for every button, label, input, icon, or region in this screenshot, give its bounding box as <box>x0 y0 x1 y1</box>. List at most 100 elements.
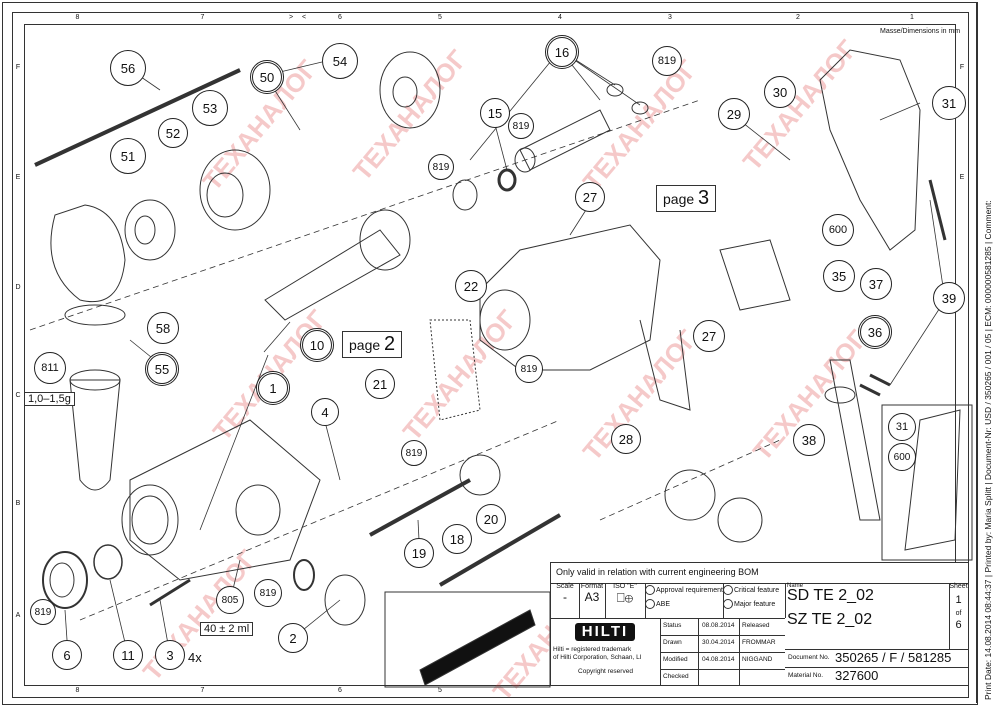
zone-col-1: 1 <box>910 14 914 21</box>
row-label: Drawn <box>663 639 682 646</box>
critical-feature-label: Critical feature <box>734 586 780 594</box>
callout-58: 58 <box>147 312 179 344</box>
copyright: Copyright reserved <box>578 668 633 675</box>
abe-radio[interactable] <box>645 599 655 609</box>
major-feature-radio[interactable] <box>723 599 733 609</box>
row-date: 30.04.2014 <box>702 639 735 646</box>
quantity-label: 4x <box>188 650 202 665</box>
gearbox-part <box>664 469 716 521</box>
callout-28: 28 <box>611 424 641 454</box>
print-info-text: Print Date: 14.08.2014 08:44:37 | Printe… <box>983 200 993 700</box>
callout-31: 31 <box>932 86 966 120</box>
callout-819: 819 <box>254 579 282 607</box>
trademark-line-2: of Hilti Corporation, Schaan, LI <box>553 654 642 661</box>
callout-29: 29 <box>718 98 750 130</box>
scale-label: Scale <box>556 583 574 590</box>
centering-mark-right: > <box>288 14 294 21</box>
drawing-area <box>24 24 956 686</box>
iso-label: ISO "E" <box>613 583 637 590</box>
row-value: FROMMAR <box>742 639 776 646</box>
major-feature-label: Major feature <box>734 600 776 608</box>
hilti-logo: HILTI <box>575 623 635 641</box>
approval-requirement-radio[interactable] <box>645 585 655 595</box>
zone-col-7: 7 <box>200 14 205 21</box>
rod-part <box>34 68 241 167</box>
material-number-cell: Material No. 327600 <box>785 667 968 685</box>
zone-col-8: 8 <box>75 14 80 21</box>
row-label: Checked <box>663 673 689 680</box>
gasket-part <box>429 319 481 421</box>
zone-row-d: D <box>15 284 21 291</box>
zone-row-f: F <box>959 64 965 71</box>
zone-row-c: C <box>15 392 21 399</box>
rod-20-part <box>438 513 562 587</box>
page-3-link[interactable]: page 3 <box>656 185 717 212</box>
callout-18: 18 <box>442 524 472 554</box>
zone-row-f: F <box>15 64 21 71</box>
sheet-of: of <box>955 610 962 617</box>
page-label: page <box>349 337 381 353</box>
format-label: Format <box>580 583 604 590</box>
callout-6: 6 <box>52 640 82 670</box>
outer-border <box>2 2 978 705</box>
chuck-sleeve-part <box>199 149 271 231</box>
callout-805: 805 <box>216 586 244 614</box>
material-label: Material No. <box>788 672 824 679</box>
drawing-name-2: SZ TE 2_02 <box>787 611 873 628</box>
cap-part <box>324 574 366 626</box>
drawing-name-1: SD TE 2_02 <box>787 587 874 604</box>
callout-21: 21 <box>365 369 395 399</box>
gear-part <box>379 51 441 129</box>
callout-54: 54 <box>322 43 358 79</box>
zone-col-4: 4 <box>558 14 562 21</box>
screw-part <box>149 578 191 607</box>
row-value: NIGGAND <box>742 656 773 663</box>
detail-inset-grip <box>881 404 973 561</box>
zone-row-e: E <box>15 174 21 181</box>
side-handle-top <box>69 369 121 391</box>
format-value: A3 <box>584 590 600 604</box>
page-label: page <box>663 191 695 207</box>
row-date: 08.08.2014 <box>702 622 735 629</box>
bearing-part <box>124 199 176 261</box>
critical-feature-radio[interactable] <box>723 585 733 595</box>
callout-51: 51 <box>110 138 146 174</box>
callout-39: 39 <box>933 282 965 314</box>
spindle-part <box>264 229 401 321</box>
title-block: Only valid in relation with current engi… <box>550 562 969 686</box>
callout-16: 16 <box>545 35 579 69</box>
detail-inset-switch <box>384 591 551 688</box>
row-label: Status <box>663 622 682 629</box>
sheet-cell: Sheet 1 of 6 <box>949 583 968 650</box>
callout-15: 15 <box>480 98 510 128</box>
switch-part <box>719 239 791 311</box>
dimensions-note: Masse/Dimensions in mm <box>880 28 961 35</box>
o-ring-part <box>293 559 315 591</box>
checked-row: Checked <box>660 669 785 685</box>
callout-19: 19 <box>404 538 434 568</box>
grease-amount-811: 1,0–1,5g <box>24 392 75 406</box>
page-2-link[interactable]: page 2 <box>342 331 403 358</box>
grip-part <box>819 49 921 251</box>
row-value: Released <box>742 622 770 629</box>
ring-part <box>93 544 123 580</box>
zone-frame <box>12 12 969 698</box>
format-cell: Format A3 <box>579 583 606 618</box>
approval-requirement-label: Approval requirement <box>656 586 723 594</box>
zone-row-b: B <box>15 500 21 507</box>
callout-20: 20 <box>476 504 506 534</box>
callout-31: 31 <box>888 413 916 441</box>
clamp-ring-part <box>50 204 126 303</box>
sheet-label: Sheet <box>949 583 968 590</box>
callout-4: 4 <box>311 398 339 426</box>
scale-value: - <box>563 590 567 604</box>
document-number-cell: Document No. 350265 / F / 581285 <box>785 649 968 668</box>
document-label: Document No. <box>788 654 830 661</box>
callout-819: 819 <box>652 46 682 76</box>
sheet-number: 1 <box>955 594 962 606</box>
scale-cell: Scale - <box>551 583 580 618</box>
document-value: 350265 / F / 581285 <box>835 650 952 665</box>
side-handle-part <box>69 379 121 491</box>
zone-col-5: 5 <box>438 14 442 21</box>
